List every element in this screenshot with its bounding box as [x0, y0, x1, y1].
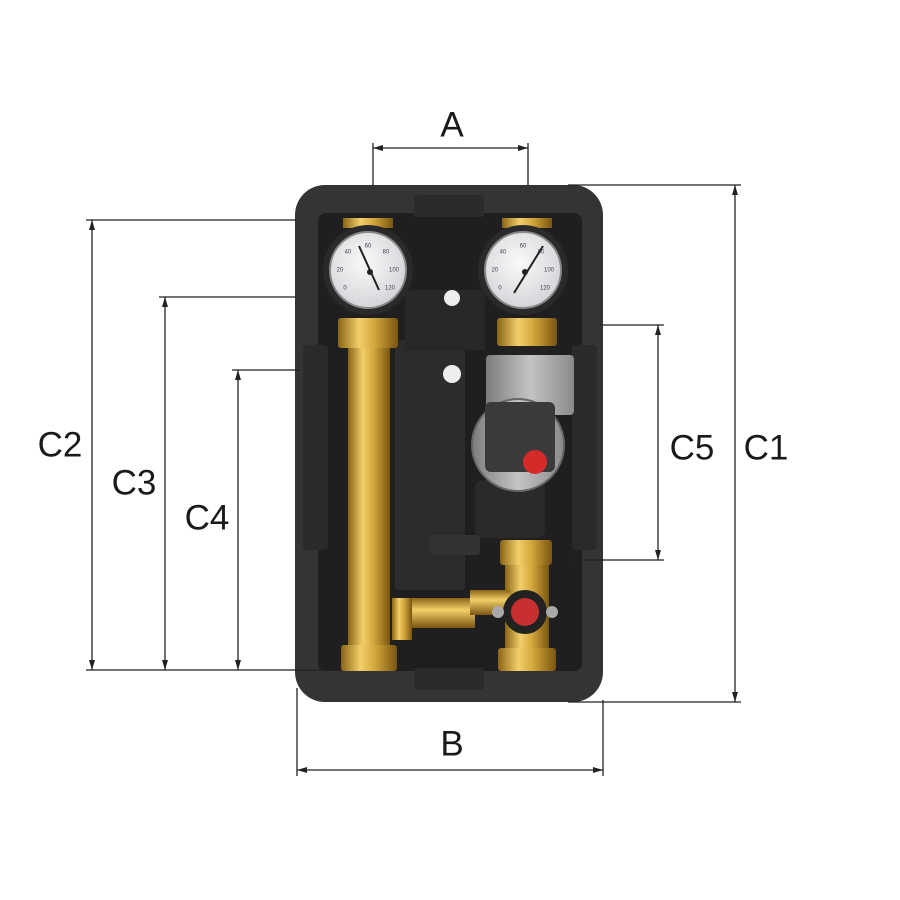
- thermometer-left: 0 20 40 60 80 100 120: [323, 225, 413, 315]
- dimension-label-c4: C4: [185, 498, 230, 537]
- dimension-label-c3: C3: [112, 463, 157, 502]
- dimension-c5: C5: [575, 324, 715, 561]
- dimension-label-b: B: [440, 724, 463, 763]
- gauge-tick: 20: [337, 268, 344, 274]
- dimension-label-a: A: [440, 105, 464, 144]
- dimension-c3: C3: [112, 296, 296, 670]
- circulation-pump: [471, 355, 574, 538]
- gauge-tick: 80: [538, 250, 545, 256]
- gauge-tick: 0: [498, 286, 502, 292]
- dimension-b: B: [296, 688, 604, 776]
- dimension-label-c5: C5: [670, 428, 715, 467]
- gauge-tick: 60: [520, 244, 527, 250]
- return-pipe-assembly: [338, 218, 475, 671]
- gauge-tick: 100: [544, 268, 555, 274]
- dimension-c4: C4: [185, 369, 300, 670]
- gauge-tick: 120: [540, 286, 551, 292]
- gauge-tick: 20: [492, 268, 499, 274]
- gauge-tick: 40: [500, 250, 507, 256]
- gauge-tick: 0: [343, 286, 347, 292]
- gauge-tick: 40: [345, 250, 352, 256]
- ball-valve-handle: [492, 590, 558, 634]
- dimension-c1: C1: [568, 184, 789, 703]
- gauge-tick: 60: [365, 244, 372, 250]
- pump-speed-knob: [523, 450, 547, 474]
- dimension-label-c1: C1: [744, 428, 789, 467]
- dimension-label-c2: C2: [38, 425, 83, 464]
- mounting-hole: [444, 290, 460, 306]
- thermometer-right: 0 20 40 60 80 100 120: [478, 225, 568, 315]
- gauge-tick: 100: [389, 268, 400, 274]
- gauge-tick: 120: [385, 286, 396, 292]
- dimension-a: A: [372, 105, 529, 186]
- gauge-tick: 80: [383, 250, 390, 256]
- dimension-c2: C2: [38, 219, 340, 671]
- mounting-hole: [443, 365, 461, 383]
